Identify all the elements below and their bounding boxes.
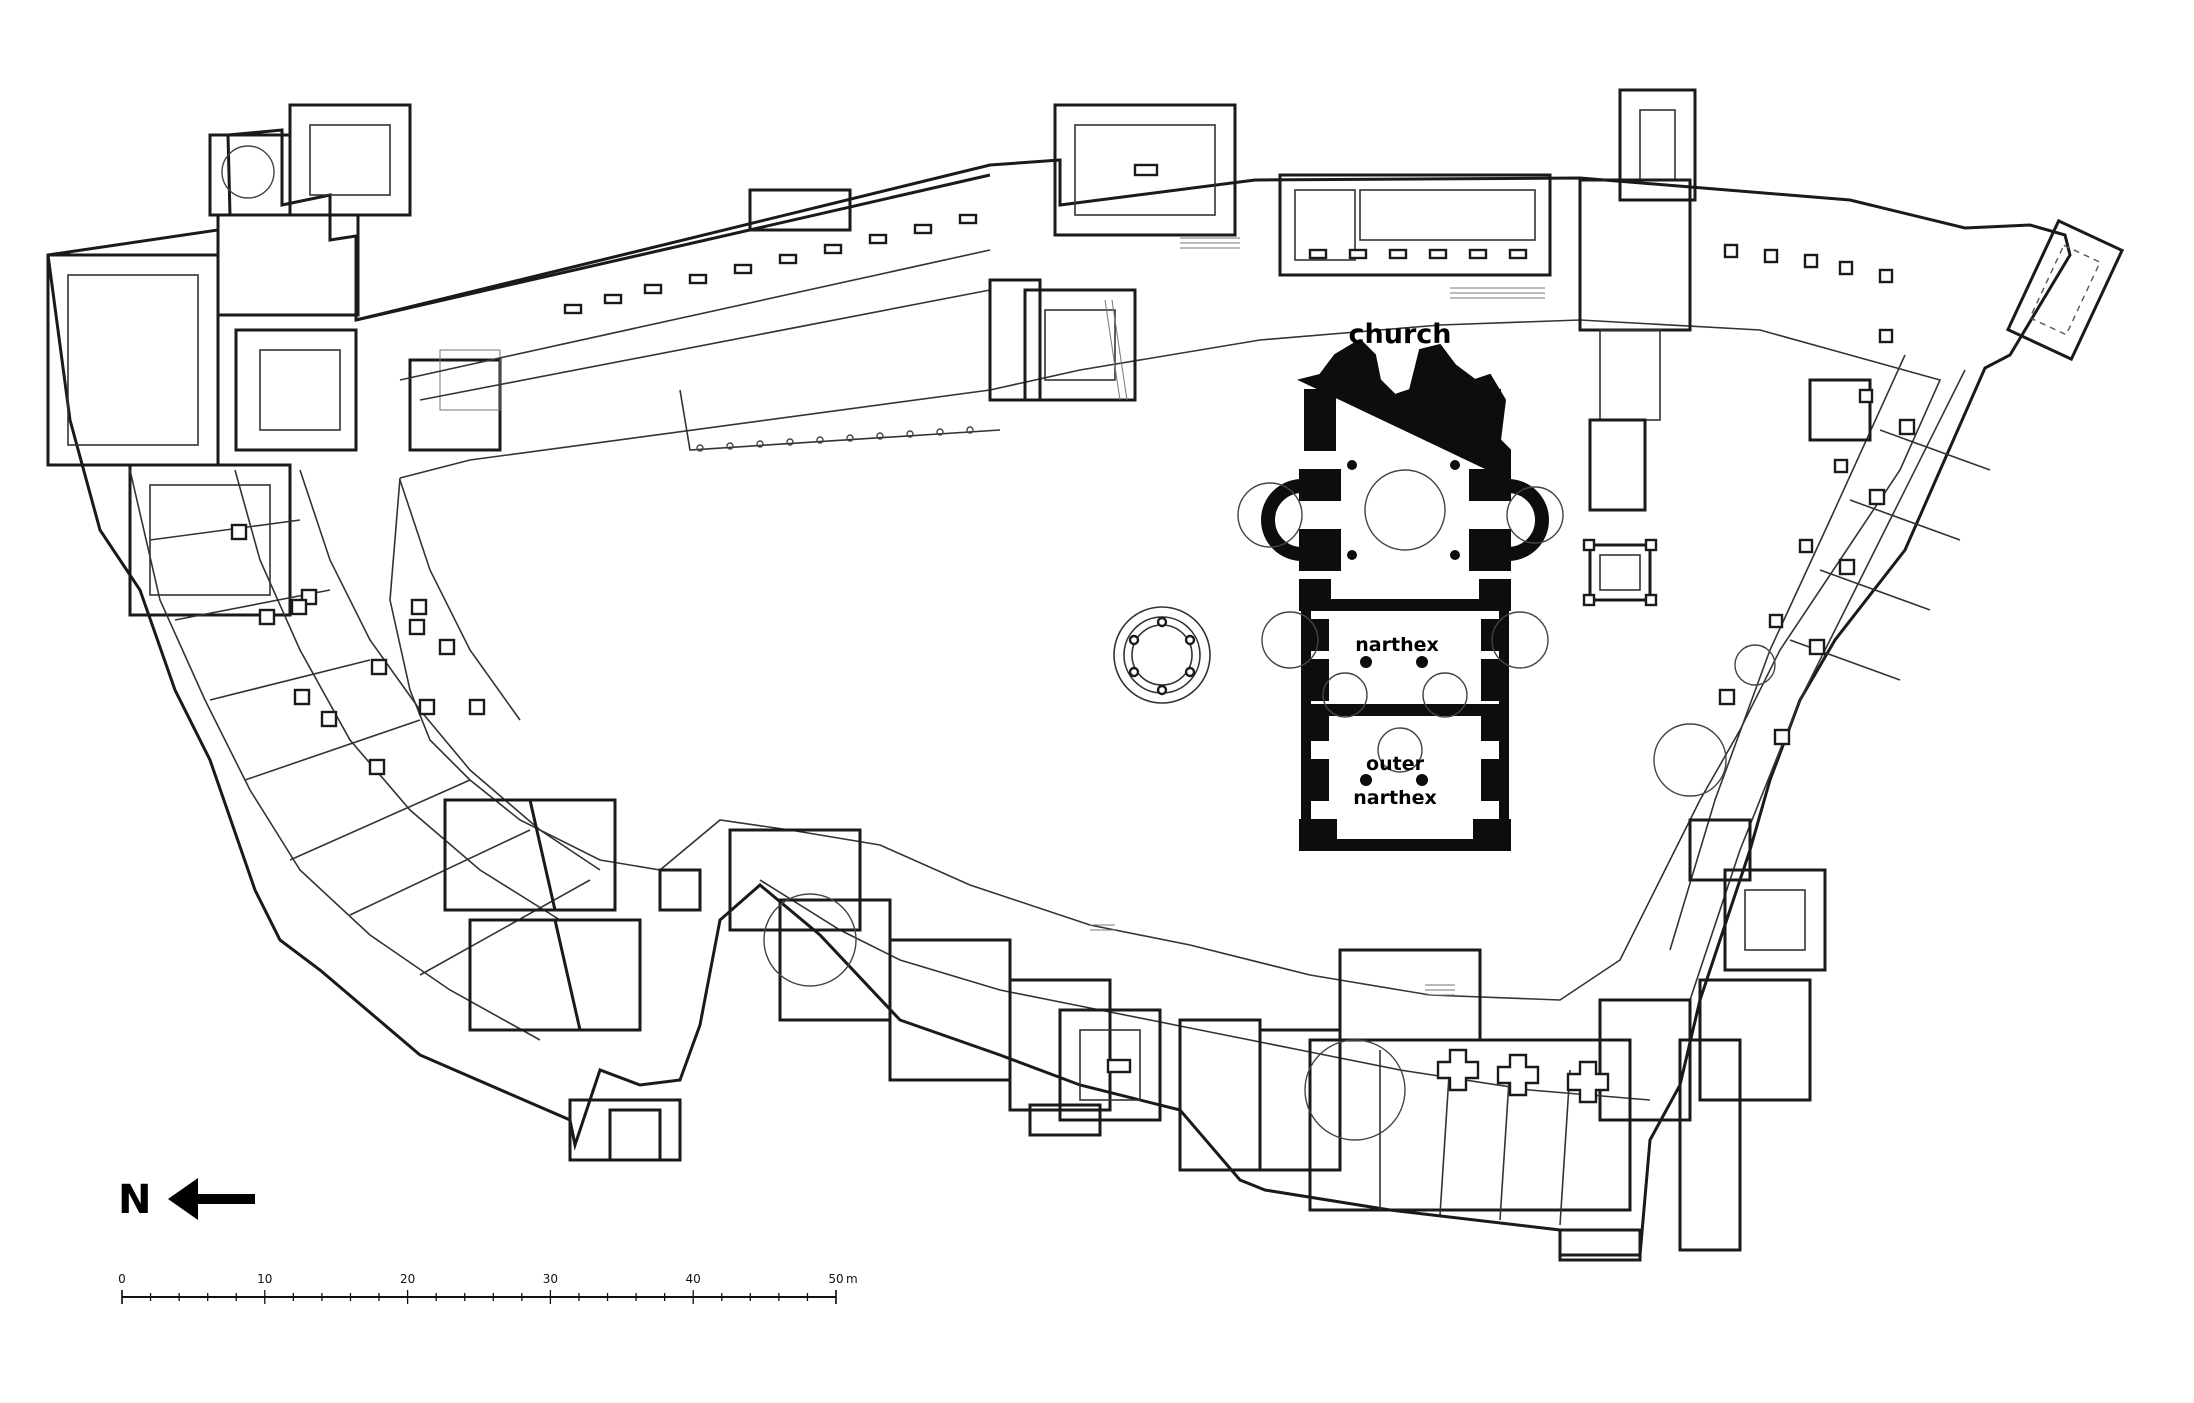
label-outer-narthex-line2: narthex [1353,787,1436,809]
scale-tick-label: 10 [257,1272,272,1286]
perimeter-wall [46,128,2072,1257]
arcade-row [679,389,1001,452]
west-range-piers [230,523,486,776]
bottom-range-cross-piers [1436,1048,1610,1104]
scale-unit: m [846,1272,858,1286]
east-range [1558,218,2125,1262]
scale-tick-label: 20 [400,1272,415,1286]
top-range-piers [563,213,1894,315]
label-church: church [1349,319,1452,350]
north-arrow-icon [168,1178,255,1220]
scale-tick-label: 30 [543,1272,558,1286]
north-letter: N [118,1177,151,1223]
bottom-range [728,828,1651,1226]
stairs [1090,237,1545,996]
small-kiosk [1582,538,1658,607]
label-outer-narthex-line1: outer [1366,753,1425,775]
church-plan [1237,338,1564,851]
east-range-piers [1718,328,1916,746]
scale-tick-label: 50 [828,1272,843,1286]
north-wing [46,103,502,617]
label-narthex: narthex [1355,634,1438,656]
top-range [355,88,1697,512]
west-range [129,469,702,1162]
phiale-fountain [1113,606,1211,704]
scale-tick-label: 40 [686,1272,701,1286]
scale-tick-label: 0 [118,1272,126,1286]
north-arrow: N [118,1177,255,1223]
